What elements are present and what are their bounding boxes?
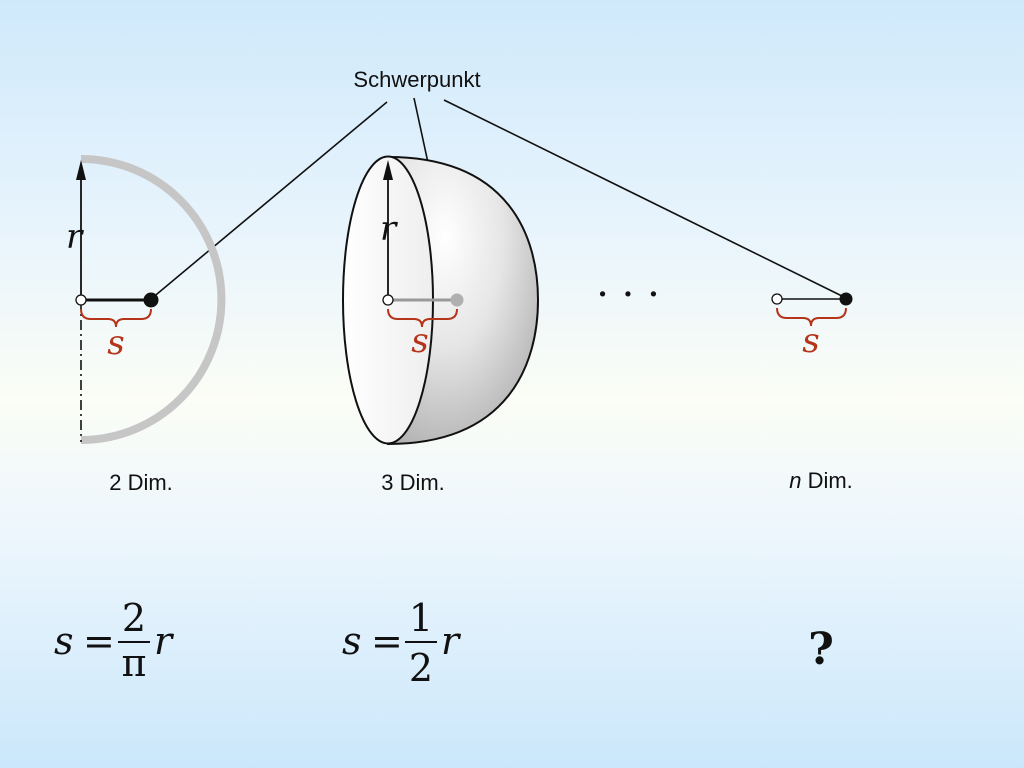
radius-label-3d: r [380, 209, 398, 249]
arrowhead-3d [383, 160, 393, 180]
formula-3d: s = 1 2 r [342, 596, 462, 690]
formula-3d-rhs: r [441, 619, 462, 663]
s-label-2d: s [107, 323, 124, 363]
caption-2d: 2 Dim. [109, 470, 173, 495]
caption-nd: n Dim. [789, 468, 853, 493]
formula-2d-den: π [122, 641, 147, 685]
formula-3d-den: 2 [409, 646, 433, 690]
leader-line-2d [150, 101, 388, 300]
segment-nd: s [771, 292, 853, 361]
center-point-3d [382, 294, 394, 306]
formula-3d-lhs: s [342, 619, 362, 663]
hemisphere-3d: r s [342, 155, 540, 446]
centroid-point-2d [143, 292, 159, 308]
semicircle-arc [80, 155, 226, 444]
brace-3d [387, 308, 458, 328]
caption-nd-var: n [789, 468, 801, 493]
formula-2d: s = 2 π r [54, 596, 175, 685]
leader-line-nd [443, 99, 847, 299]
semicircle-2d: r s [66, 155, 226, 444]
formula-2d-lhs: s [54, 619, 74, 663]
formula-3d-num: 1 [409, 596, 433, 640]
arrowhead-2d [76, 160, 86, 180]
s-label-nd: s [802, 321, 819, 361]
schwerpunkt-label: Schwerpunkt [353, 67, 480, 92]
radius-label-2d: r [66, 217, 84, 257]
ellipsis-dots: · · · [596, 272, 660, 318]
formula-2d-num: 2 [122, 596, 146, 640]
centroid-point-nd [839, 292, 853, 306]
caption-3d: 3 Dim. [381, 470, 445, 495]
formula-2d-rhs: r [154, 619, 175, 663]
formula-2d-eq: = [83, 619, 115, 663]
center-point-2d [75, 294, 87, 306]
s-label-3d: s [411, 321, 428, 361]
caption-nd-suffix: Dim. [801, 468, 852, 493]
brace-2d [80, 308, 152, 328]
centroid-point-3d [450, 293, 464, 307]
formula-nd-question: ? [808, 624, 834, 675]
center-point-nd [771, 293, 783, 305]
formula-3d-eq: = [371, 619, 403, 663]
brace-nd [776, 307, 847, 327]
